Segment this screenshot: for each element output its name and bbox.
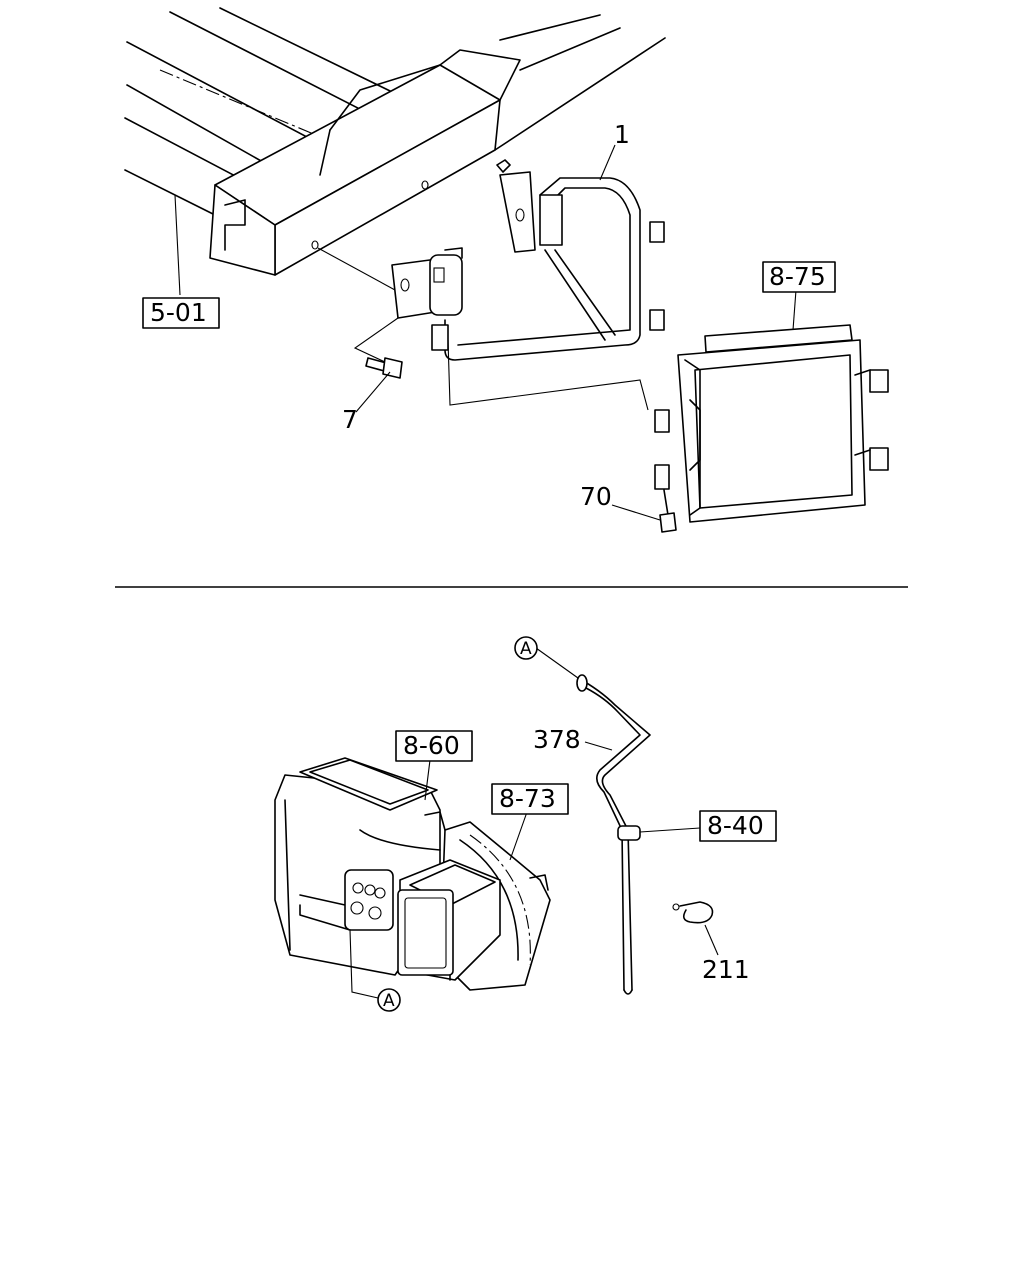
grommet-ref-label: 8-40: [707, 811, 764, 840]
leader-condenser: [792, 289, 797, 331]
condenser-ref-label: 8-75: [769, 262, 826, 291]
blower-ref-box: [491, 783, 569, 815]
connector-a-top-label: A: [520, 639, 532, 659]
condenser: [447, 324, 889, 523]
clip-ref-label: 211: [702, 955, 750, 984]
leader-heater: [424, 759, 431, 801]
frame-ref-box: [142, 297, 220, 329]
heater-ref-box: [395, 730, 473, 762]
leader-frame: [174, 194, 181, 296]
grommet-ref-box: [699, 810, 777, 842]
leader-hose: [584, 741, 613, 751]
frame-ref-label: 5-01: [150, 298, 207, 327]
hose-clip: [672, 901, 714, 924]
connector-a-top-circle: [514, 636, 538, 660]
nut-ref-label: 70: [580, 482, 612, 511]
leader-blower: [509, 811, 528, 861]
heater-ref-label: 8-60: [403, 731, 460, 760]
pipe-ref-label: 1: [614, 120, 630, 149]
nut: [611, 489, 677, 533]
pipe-assembly: [391, 159, 665, 361]
hose-ref-label: 378: [533, 725, 581, 754]
leader-grommet: [639, 827, 701, 833]
frame-rails: [124, 7, 666, 291]
blower-ref-label: 8-73: [499, 784, 556, 813]
bolt-ref-label: 7: [342, 405, 358, 434]
connector-a-bottom-label: A: [383, 991, 395, 1011]
leader-connector-bottom: [349, 929, 379, 999]
connector-a-bottom-circle: [377, 988, 401, 1012]
bolt: [353, 317, 403, 413]
condenser-ref-box: [762, 261, 836, 293]
leader-connector-top: [535, 647, 579, 679]
leader-clip: [704, 924, 719, 956]
blower-unit: [397, 821, 551, 991]
drain-hose: [576, 674, 651, 995]
leader-pipe: [599, 144, 616, 181]
